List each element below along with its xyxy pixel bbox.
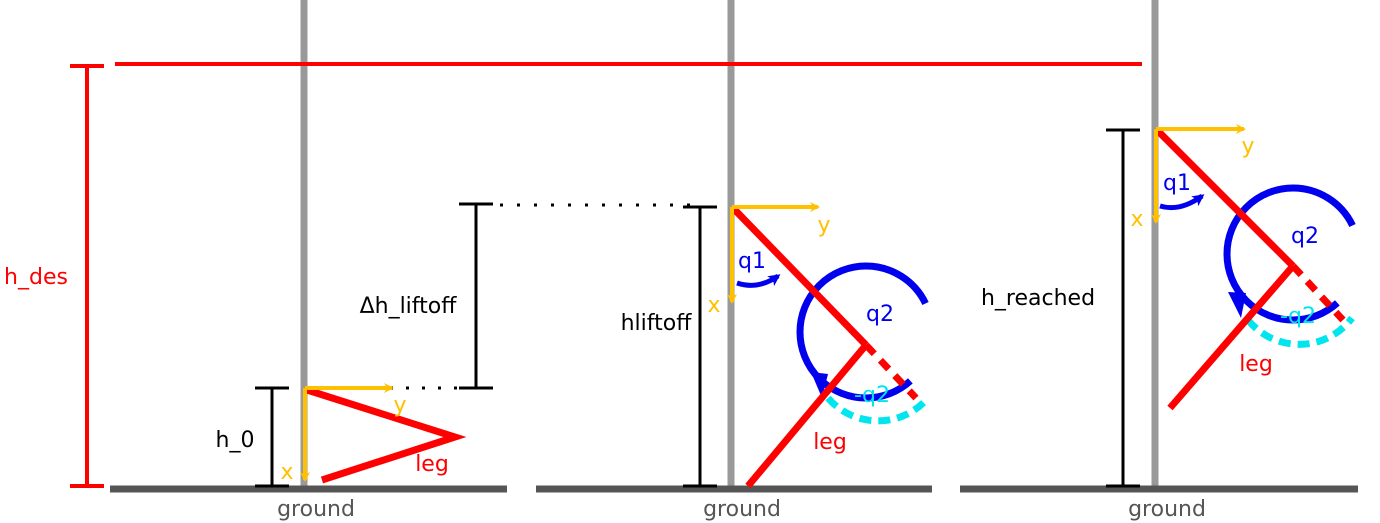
negative-q2-label-2: -q2	[854, 383, 890, 408]
q1-rotation-arc-2	[736, 273, 781, 288]
ground-label-1: ground	[277, 497, 355, 522]
negative-q2-label-3: -q2	[1280, 304, 1316, 329]
q2-label-3: q2	[1291, 224, 1319, 249]
y-axis-label-3: y	[1241, 134, 1254, 159]
x-axis-label-3: x	[1130, 207, 1143, 232]
q2-label-2: q2	[866, 302, 894, 327]
h0-label: h_0	[216, 428, 255, 453]
x-axis-label-2: x	[707, 293, 720, 318]
negative-q2-arc-2	[825, 395, 931, 425]
ground-label-2: ground	[703, 497, 781, 522]
leg-2-lower-segment	[745, 342, 869, 489]
y-axis-label-1: y	[393, 393, 406, 418]
leg-label-3: leg	[1239, 352, 1273, 377]
q2-rotation-arc-2	[796, 262, 936, 402]
ground-label-3: ground	[1128, 497, 1206, 522]
leg-label-1: leg	[415, 452, 449, 477]
leg-1	[305, 386, 467, 484]
leg-3-lower-segment	[1167, 263, 1296, 411]
q2-arrowhead-3	[1228, 292, 1246, 318]
leg-2-upper-segment	[730, 205, 869, 348]
h-reached-label: h_reached	[981, 286, 1095, 311]
y-axis-label-2: y	[817, 213, 830, 238]
leg-label-2: leg	[813, 430, 847, 455]
negative-q2-arc-3	[1245, 315, 1355, 348]
q2-arrowhead-2	[811, 372, 828, 398]
delta-h-liftoff-label: Δh_liftoff	[360, 294, 458, 319]
q2-rotation-arc-3	[1223, 184, 1363, 324]
leg-3-upper-segment	[1154, 127, 1296, 269]
x-axis-label-1: x	[280, 460, 293, 485]
h-des-label: h_des	[4, 265, 68, 290]
hliftoff-label: hliftoff	[621, 311, 693, 336]
q1-label-3: q1	[1163, 171, 1191, 196]
q1-label-2: q1	[738, 249, 766, 274]
q1-rotation-arc-3	[1159, 193, 1205, 211]
